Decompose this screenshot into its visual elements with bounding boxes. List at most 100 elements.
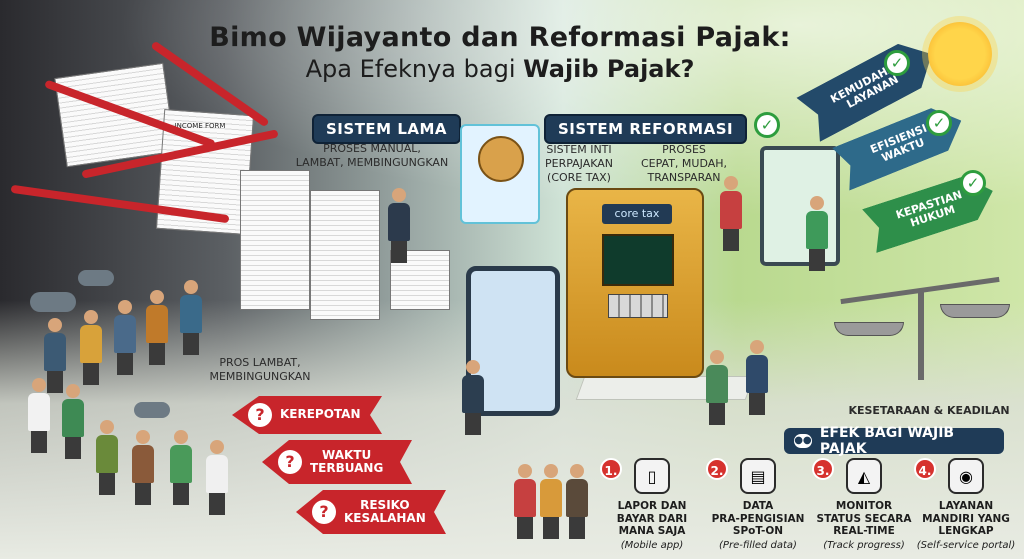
- effect-title: LAYANAN MANDIRI YANG LENGKAP: [922, 500, 1010, 538]
- person-head: [100, 420, 114, 434]
- effect-item: 3. ◭ MONITOR STATUS SECARA REAL-TIME (Tr…: [812, 458, 916, 551]
- equality-label: KESETARAAN & KEADILAN: [848, 404, 1010, 417]
- person-body: [388, 203, 410, 241]
- effect-title: LAPOR DAN BAYAR DARI MANA SAJA: [616, 500, 688, 538]
- person-legs: [83, 363, 99, 385]
- check-icon: ✓: [960, 170, 986, 196]
- machine-keypad: [608, 294, 668, 318]
- storm-cloud: [134, 402, 170, 418]
- effect-subtitle: (Mobile app): [620, 539, 684, 551]
- person-body: [80, 325, 102, 363]
- person-body: [514, 479, 536, 517]
- problem-arrow-resiko-kesalahan: ? RESIKO KESALAHAN: [296, 490, 446, 534]
- person-legs: [809, 249, 825, 271]
- person-head: [724, 176, 738, 190]
- person-body: [462, 375, 484, 413]
- person-legs: [709, 403, 725, 425]
- effect-number: 3.: [812, 458, 834, 480]
- check-icon: ✓: [754, 112, 780, 138]
- effects-header: ●● EFEK BAGI WAJIB PAJAK: [784, 425, 1004, 457]
- queue-person: [170, 430, 192, 505]
- person-legs: [31, 431, 47, 453]
- person-legs: [391, 241, 407, 263]
- official-portrait-card: [460, 124, 540, 224]
- effect-item: 2. ▤ DATA PRA-PENGISIAN SPoT-ON (Pre-fil…: [706, 458, 810, 551]
- person-legs: [517, 517, 533, 539]
- queue-person: [132, 430, 154, 505]
- person-body: [96, 435, 118, 473]
- person-head: [544, 464, 558, 478]
- justice-scale-icon: [918, 290, 924, 380]
- paper-stack: [54, 62, 176, 168]
- queue-person: [80, 310, 102, 385]
- storm-cloud: [30, 292, 76, 312]
- people-icon: ●●: [794, 434, 812, 448]
- person-body: [114, 315, 136, 353]
- person-body: [180, 295, 202, 333]
- person-legs: [209, 493, 225, 515]
- bottom-person: [540, 464, 562, 539]
- queue-person: [28, 378, 50, 453]
- person-legs: [149, 343, 165, 365]
- phone-icon: ▯: [634, 458, 670, 494]
- problem-arrow-kerepotan: ? KEREPOTAN: [232, 396, 382, 434]
- process-note: PROSES CEPAT, MUDAH, TRANSPARAN: [640, 143, 728, 184]
- title-line-1: Bimo Wijayanto dan Reformasi Pajak:: [150, 22, 850, 53]
- person-legs: [99, 473, 115, 495]
- monitor-chart-icon: ◭: [846, 458, 882, 494]
- person-body: [170, 445, 192, 483]
- person-head: [118, 300, 132, 314]
- person-head: [48, 318, 62, 332]
- effects-header-text: EFEK BAGI WAJIB PAJAK: [819, 425, 955, 457]
- smiling-sun-icon: [928, 22, 992, 86]
- queue-person: [96, 420, 118, 495]
- question-icon: ?: [312, 500, 336, 524]
- person-head: [392, 188, 406, 202]
- effect-subtitle: (Self-service portal): [916, 539, 1016, 551]
- core-tax-machine: core tax: [566, 188, 704, 378]
- title-part: Reformasi Pajak:: [528, 22, 791, 53]
- user-suit: [746, 340, 768, 415]
- effect-item: 1. ▯ LAPOR DAN BAYAR DARI MANA SAJA (Mob…: [600, 458, 704, 551]
- paper-stack: [310, 190, 380, 320]
- person-legs: [173, 483, 189, 505]
- person-head: [136, 430, 150, 444]
- effect-subtitle: (Pre-filled data): [719, 539, 797, 551]
- effect-number: 1.: [600, 458, 622, 480]
- person-head: [518, 464, 532, 478]
- title-part: Bimo: [209, 22, 297, 53]
- person-head: [184, 280, 198, 294]
- old-system-note: PROSES MANUAL, LAMBAT, MEMBINGUNGKAN: [295, 142, 449, 169]
- queue-person: [44, 318, 66, 393]
- queue-person: [114, 300, 136, 375]
- person-legs: [117, 353, 133, 375]
- person-body: [540, 479, 562, 517]
- paper-stack: [240, 170, 310, 310]
- title-part: dan: [451, 22, 529, 53]
- effect-title: DATA PRA-PENGISIAN SPoT-ON: [711, 500, 805, 538]
- person-body: [62, 399, 84, 437]
- effect-subtitle: (Track progress): [823, 539, 905, 551]
- benefit-label: KEPASTIAN HUKUM: [894, 187, 964, 230]
- person-legs: [723, 229, 739, 251]
- user-with-tablet: [462, 360, 484, 435]
- person-body: [720, 191, 742, 229]
- person-body: [206, 455, 228, 493]
- person-legs: [749, 393, 765, 415]
- person-legs: [65, 437, 81, 459]
- person-body: [746, 355, 768, 393]
- check-icon: ✓: [884, 50, 910, 76]
- person-legs: [47, 371, 63, 393]
- bottom-person: [566, 464, 588, 539]
- core-tax-note: SISTEM INTI PERPAJAKAN (CORE TAX): [544, 143, 614, 184]
- problem-label: KEREPOTAN: [280, 407, 361, 422]
- person-legs: [135, 483, 151, 505]
- core-tax-label: core tax: [602, 204, 672, 224]
- portrait-face: [478, 136, 524, 182]
- person-head: [84, 310, 98, 324]
- old-system-note-bottom: PROS LAMBAT, MEMBINGUNGKAN: [209, 356, 311, 383]
- question-icon: ?: [248, 403, 272, 427]
- person-legs: [183, 333, 199, 355]
- effect-item: 4. ◉ LAYANAN MANDIRI YANG LENGKAP (Self-…: [914, 458, 1018, 551]
- stressed-official: [388, 188, 410, 263]
